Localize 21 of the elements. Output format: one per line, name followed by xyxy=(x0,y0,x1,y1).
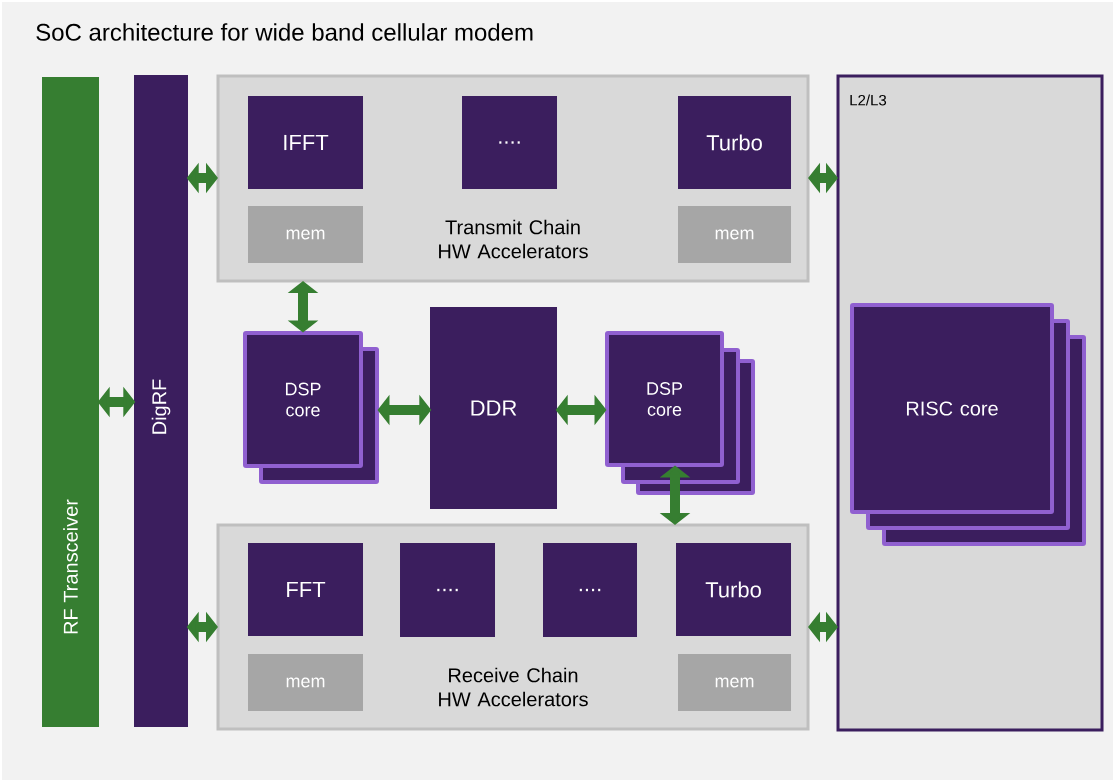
processing-block: .... xyxy=(543,543,637,637)
double-arrow xyxy=(808,611,838,643)
processing-block: FFT xyxy=(248,543,363,636)
core-stack: RISC core xyxy=(850,303,1086,546)
double-arrow xyxy=(808,162,838,194)
memory-block: mem xyxy=(678,654,791,711)
double-arrow xyxy=(287,281,319,333)
processing-block: Turbo xyxy=(678,96,791,189)
processing-block: DDR xyxy=(430,307,557,509)
memory-block: mem xyxy=(678,206,791,263)
memory-block: mem xyxy=(248,206,363,263)
processing-block: IFFT xyxy=(248,96,363,189)
core-stack: DSP core xyxy=(243,331,379,484)
double-arrow xyxy=(659,465,691,525)
processing-block: Turbo xyxy=(676,543,791,636)
processing-block: .... xyxy=(462,96,557,189)
memory-block: mem xyxy=(248,654,363,711)
interface-bar: DigRF xyxy=(134,75,188,727)
core-stack: DSP core xyxy=(605,331,755,495)
title: SoC architecture for wide band cellular modem xyxy=(36,23,533,41)
processing-block: .... xyxy=(400,543,495,637)
